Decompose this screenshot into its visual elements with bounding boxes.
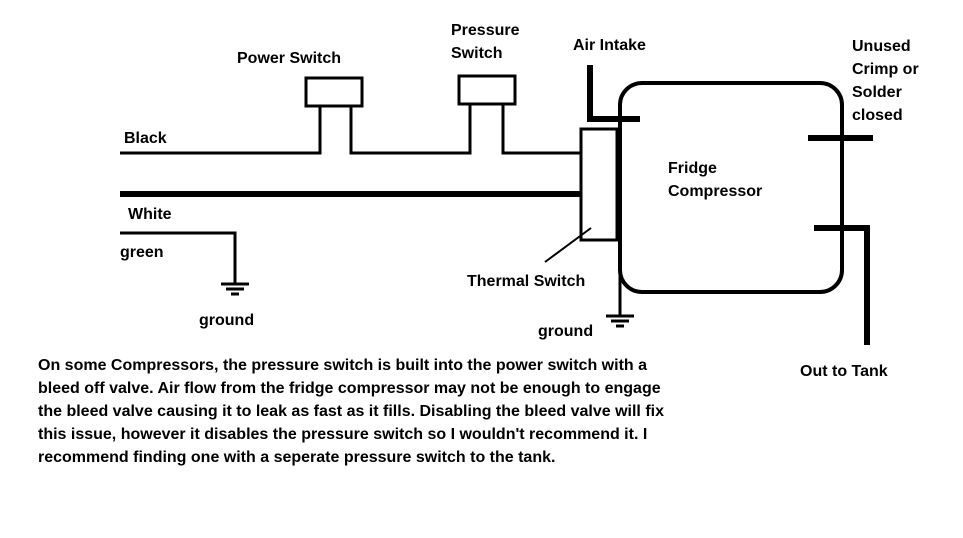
ground-label-right: ground [538,323,594,340]
power-switch-box [304,76,364,108]
green-wire-label: green [120,244,164,261]
out-to-tank-pipe [814,225,870,345]
power-switch-label: Power Switch [237,50,342,67]
fridge-compressor-label-line2: Compressor [668,183,763,200]
pressure-switch-label-line2: Switch [451,45,503,62]
ground-symbol-right [606,314,634,328]
air-intake-label: Air Intake [573,37,646,54]
ground-symbol-left [221,282,249,296]
unused-label-line1: Unused [852,38,911,55]
black-wire [120,104,581,155]
thermal-switch-label: Thermal Switch [467,273,586,290]
thermal-switch-pointer [544,227,592,263]
white-wire-label: White [128,206,172,223]
unused-label-line4: closed [852,107,903,124]
air-intake-pipe [587,65,640,122]
fridge-compressor-label-line1: Fridge [668,160,717,177]
fridge-compressor-body [618,81,844,294]
unused-label-line2: Crimp or [852,61,919,78]
unused-label-line3: Solder [852,84,902,101]
green-wire [120,231,237,283]
note-line: the bleed valve causing it to leak as fa… [38,403,664,420]
note-line: this issue, however it disables the pres… [38,426,648,443]
thermal-switch-box [579,127,619,242]
note-line: bleed off valve. Air flow from the fridg… [38,380,661,397]
note-line: On some Compressors, the pressure switch… [38,357,648,374]
pressure-switch-label-line1: Pressure [451,22,520,39]
explanatory-note: On some Compressors, the pressure switch… [38,354,798,469]
ground-label-left: ground [199,312,255,329]
pressure-switch-box [457,74,517,106]
out-to-tank-label: Out to Tank [800,363,888,380]
black-wire-label: Black [124,130,167,147]
note-line: recommend finding one with a seperate pr… [38,449,556,466]
